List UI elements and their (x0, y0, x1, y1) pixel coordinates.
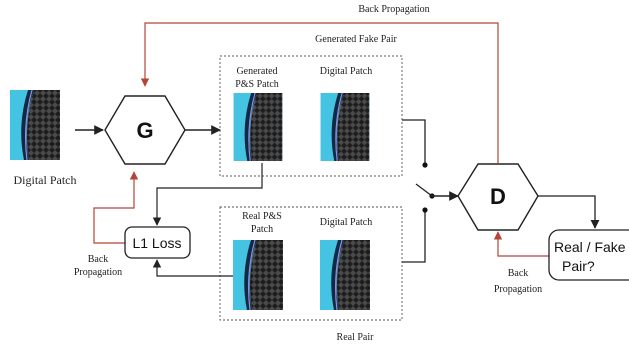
generated-ps-patch-image (233, 93, 283, 161)
generated-patch-label-line2: P&S Patch (235, 79, 279, 90)
fake-pair-box (219, 55, 403, 177)
real-patch-to-loss-arrow (152, 259, 233, 277)
right-back-propagation-label-line1: Back (508, 268, 529, 279)
real-patch-label-line1: Real P&S (242, 211, 282, 222)
real-pair-box (219, 206, 403, 321)
generated-patch-label-line1: Generated (236, 66, 277, 77)
top-back-propagation-arrow (140, 22, 499, 163)
real-fake-output-box (548, 229, 629, 281)
output-back-propagation-arrow (493, 231, 549, 257)
generator-label: G (136, 118, 153, 143)
fake-pair-to-switch-line (402, 119, 426, 163)
fake-pair-title: Generated Fake Pair (315, 34, 397, 45)
switch-contact-top (422, 162, 428, 168)
fake-pair-digital-patch-label: Digital Patch (320, 66, 373, 77)
generated-patch-to-loss-arrow (152, 163, 263, 226)
real-pair-title: Real Pair (337, 332, 375, 343)
output-label-line1: Real / Fake (554, 239, 626, 255)
l1-loss-label: L1 Loss (132, 235, 181, 251)
discriminator-hexagon (457, 163, 539, 231)
real-pair-digital-patch-label: Digital Patch (320, 217, 373, 228)
l1-loss-box (124, 226, 191, 259)
fake-pair-digital-patch-image (320, 93, 370, 161)
discriminator-label: D (490, 184, 506, 209)
output-label-line2: Pair? (562, 258, 595, 274)
input-digital-patch-caption: Digital Patch (14, 173, 77, 187)
loss-back-propagation-arrow (93, 171, 139, 244)
switch-lever (415, 183, 433, 197)
top-back-propagation-label: Back Propagation (358, 4, 429, 15)
left-back-propagation-label-line1: Back (88, 254, 109, 265)
real-pair-digital-patch-image (320, 240, 370, 310)
real-pair-to-switch-line (402, 212, 426, 263)
right-back-propagation-label-line2: Propagation (494, 284, 542, 295)
left-back-propagation-label-line2: Propagation (74, 267, 122, 278)
discriminator-to-output-arrow (538, 195, 600, 229)
input-digital-patch-image (10, 90, 60, 160)
switch-contact-bottom (422, 207, 428, 213)
generator-hexagon (104, 95, 186, 165)
real-ps-patch-image (233, 240, 283, 310)
real-patch-label-line2: Patch (251, 224, 273, 235)
